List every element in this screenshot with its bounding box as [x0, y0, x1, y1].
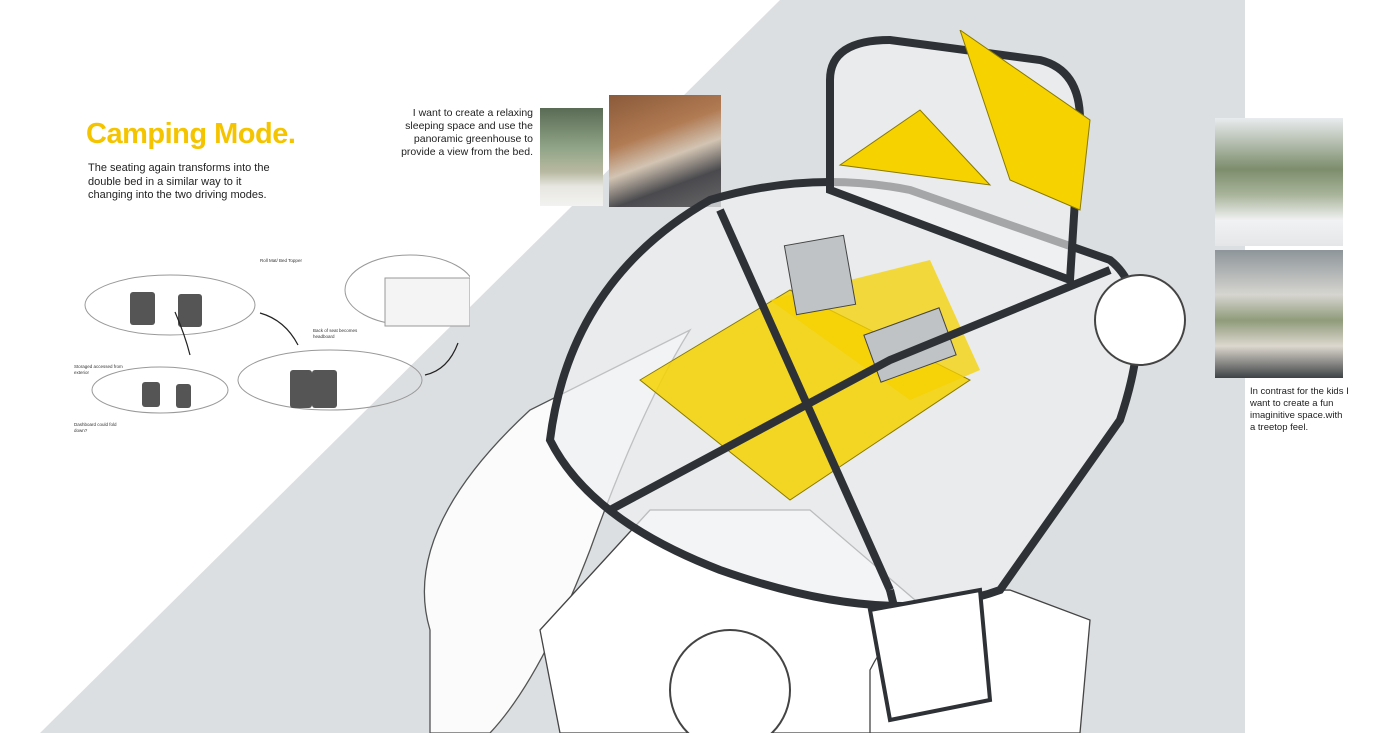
note-headboard: Back of seat becomes headboard [313, 328, 358, 339]
bed-quote: I want to create a relaxing sleeping spa… [401, 107, 533, 158]
skylight-bed-photo [1215, 118, 1343, 246]
camper-car-sketch [423, 30, 1186, 733]
note-dashboard: Dashboard could fold down? [74, 422, 117, 433]
intro-text: The seating again transforms into the do… [88, 162, 270, 201]
page-title: Camping Mode. [86, 118, 296, 150]
treehouse-kids-room-photo [1215, 250, 1343, 378]
note-topper: Roll Mat/ Bed Topper [260, 258, 302, 263]
greenhouse-photo [540, 108, 603, 206]
note-storage: Storaged accessed from exterior [74, 364, 123, 375]
loft-bedroom-photo [609, 95, 721, 207]
seat-sketches [84, 254, 470, 414]
kids-quote: In contrast for the kids I want to creat… [1250, 386, 1349, 433]
